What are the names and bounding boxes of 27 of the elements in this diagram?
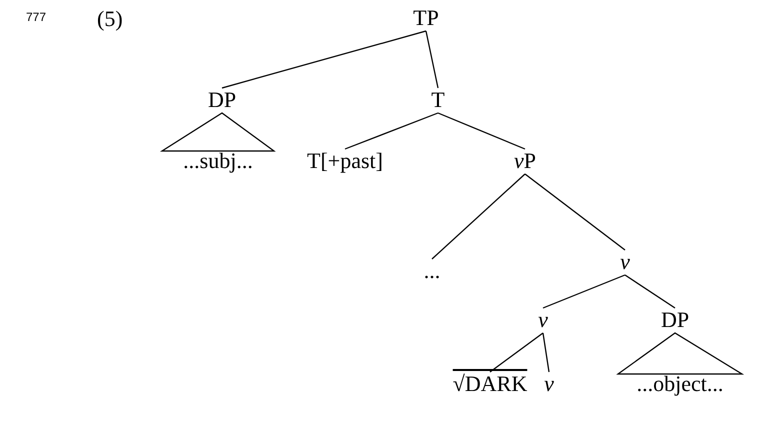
tree-node-label: v bbox=[538, 309, 548, 331]
line-number: 777 bbox=[26, 10, 46, 24]
triangle-branch bbox=[160, 112, 276, 152]
tree-node-label: ...object... bbox=[636, 373, 724, 395]
tree-node-label: TP bbox=[413, 7, 439, 29]
tree-branch bbox=[542, 332, 550, 372]
tree-node-label: T bbox=[431, 89, 445, 111]
example-number: (5) bbox=[97, 6, 123, 32]
tree-branch bbox=[432, 174, 526, 260]
tree-node-label: DP bbox=[660, 309, 690, 331]
triangle-branch bbox=[616, 332, 744, 375]
tree-branch bbox=[490, 332, 544, 372]
tree-node-label: v bbox=[620, 251, 630, 273]
tree-branch bbox=[524, 174, 626, 250]
tree-branch bbox=[624, 274, 676, 308]
tree-node-label: T[+past] bbox=[307, 150, 383, 172]
tree-branch bbox=[425, 30, 439, 88]
tree-branch bbox=[438, 112, 526, 150]
tree-branch bbox=[542, 274, 626, 309]
tree-node-label: √DARK bbox=[452, 373, 528, 395]
tree-node-label: DP bbox=[208, 89, 236, 111]
tree-node-label: ... bbox=[424, 260, 440, 282]
tree-node-label: vP bbox=[514, 150, 536, 172]
tree-node-label: ...subj... bbox=[183, 150, 253, 172]
tree-branch bbox=[344, 112, 438, 150]
tree-branch bbox=[222, 30, 426, 89]
tree-node-label: v bbox=[544, 373, 554, 395]
